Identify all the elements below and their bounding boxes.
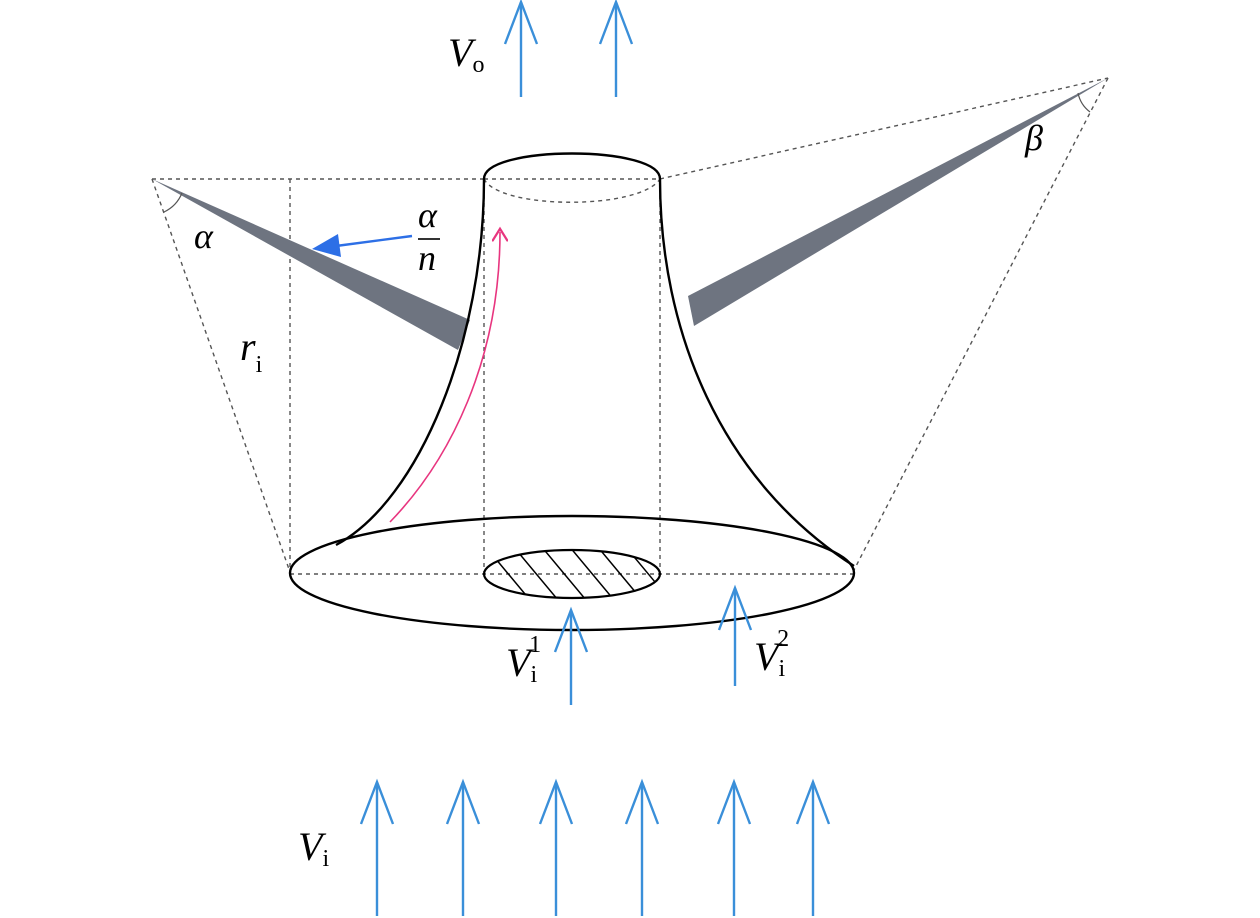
radius-label: ri (240, 324, 263, 378)
outlet-arrow-1-up-arrow-icon (503, 0, 539, 97)
alpha-over-n-label: α n (418, 195, 440, 278)
left-arrow-icon (312, 234, 413, 257)
nozzle-body (288, 152, 856, 632)
beta-angle-label: β (1024, 118, 1043, 158)
top-rim (482, 152, 662, 180)
construction-lines (151, 77, 1109, 575)
outlet-velocity-label: Vo (448, 30, 484, 78)
streamline-arrow (389, 232, 500, 523)
flow-arrows (359, 0, 831, 916)
inlet-arrow-3-up-arrow-icon (538, 778, 574, 916)
right-wall (658, 178, 855, 568)
inlet-velocity-2-label: Vi2 (754, 626, 789, 682)
svg-text:α: α (418, 195, 438, 235)
throat-hatching (484, 550, 660, 598)
inlet-1-arrow-up-arrow-icon (553, 606, 589, 705)
inlet-arrow-6-up-arrow-icon (795, 778, 831, 916)
blades (152, 78, 1108, 350)
left-wall (335, 178, 486, 547)
outlet-arrow-2-up-arrow-icon (598, 0, 634, 97)
inlet-2-arrow-up-arrow-icon (717, 584, 753, 686)
beta-angle-arc (1077, 92, 1091, 113)
inlet-velocity-1-label: Vi1 (506, 632, 541, 688)
left-blade (152, 179, 470, 350)
inlet-arrow-5-up-arrow-icon (716, 778, 752, 916)
inlet-arrow-1-up-arrow-icon (359, 778, 395, 916)
inlet-arrow-2-up-arrow-icon (445, 778, 481, 916)
alpha-angle-label: α (194, 216, 214, 256)
svg-text:n: n (418, 238, 436, 278)
alpha-angle-arc (163, 192, 183, 213)
inlet-arrow-4-up-arrow-icon (624, 778, 660, 916)
right-blade (688, 78, 1108, 326)
inlet-velocity-label: Vi (298, 824, 329, 872)
